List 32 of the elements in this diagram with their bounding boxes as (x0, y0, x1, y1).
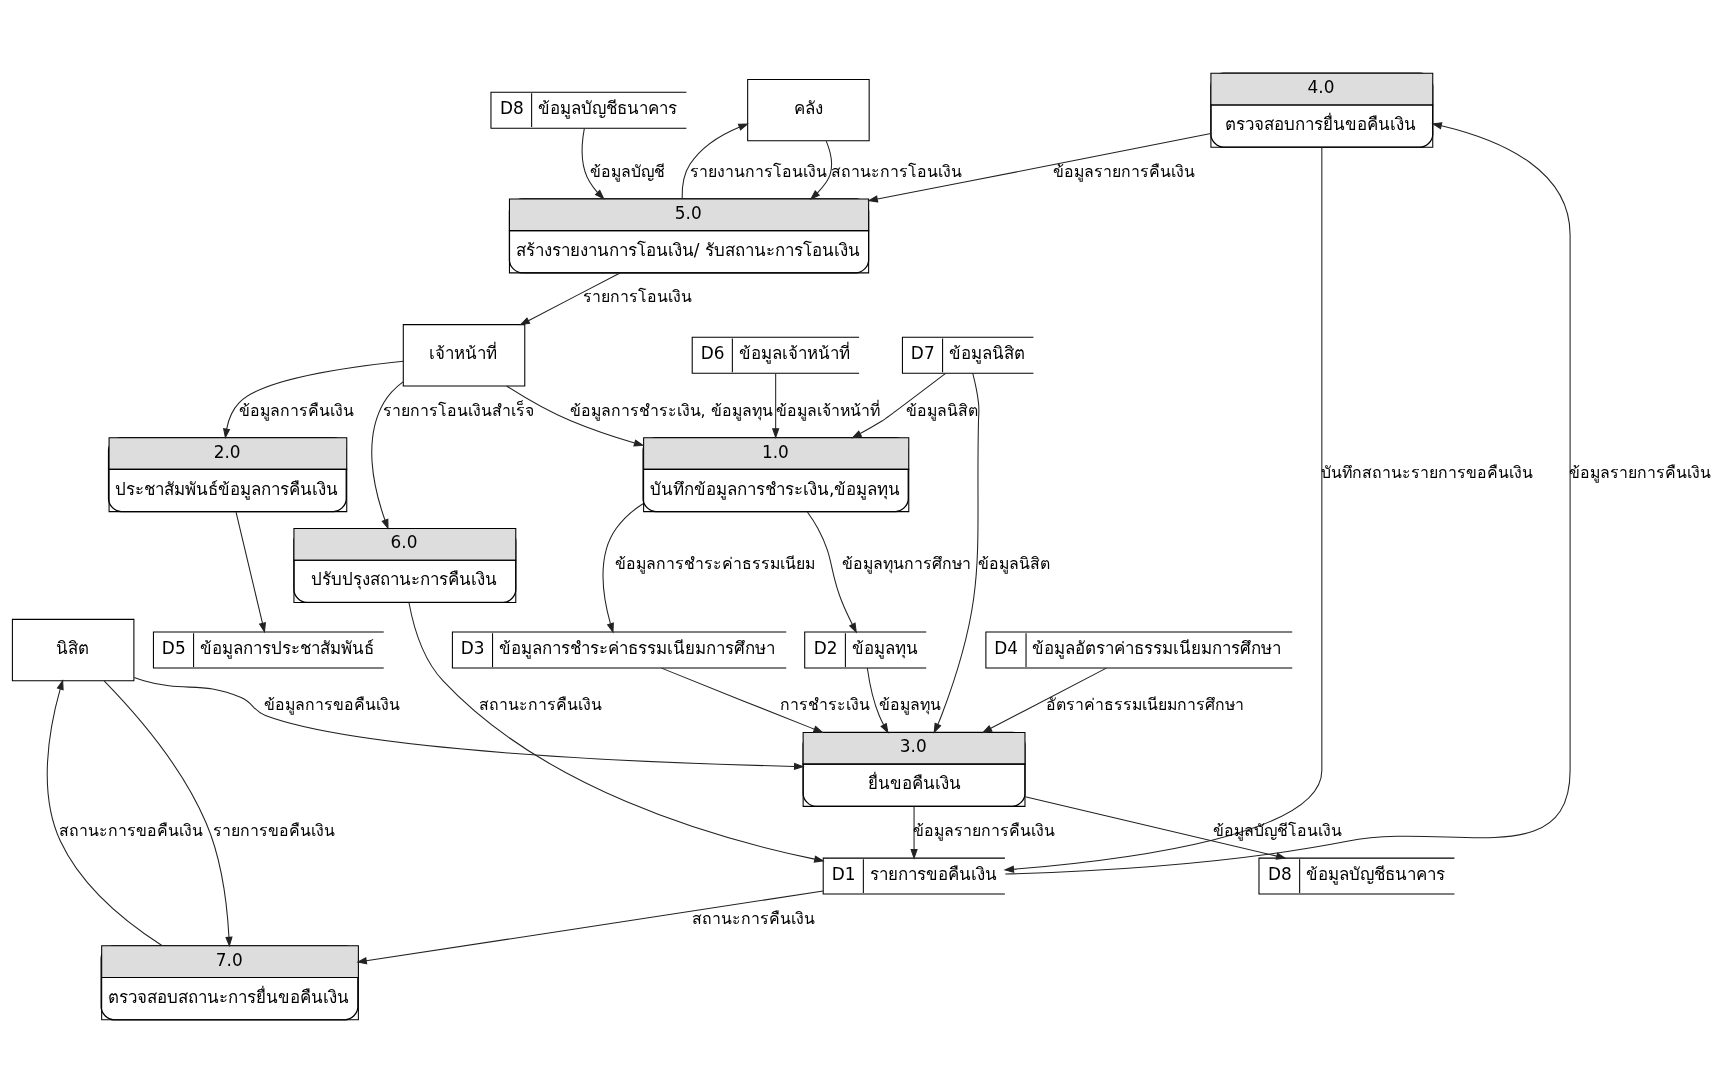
node-text: D8 ข้อมูลบัญชีธนาคาร (499, 97, 677, 118)
edge-label: ข้อมูลนิสิต (905, 400, 978, 419)
edge-label: รายการโอนเงิน (583, 286, 693, 306)
edge-label: ข้อมูลบัญชี (590, 161, 666, 181)
edge-label: ข้อมูลการชำระค่าธรรมเนียม (614, 553, 815, 573)
edge-label: ข้อมูลทุนการศึกษา (841, 553, 971, 573)
edge-label: ข้อมูลการคืนเงิน (238, 400, 354, 419)
edge-label: ข้อมูลนิสิต (978, 553, 1051, 573)
edge-label: ข้อมูลรายการคืนเงิน (913, 820, 1056, 840)
edge-label: ข้อมูลทุน (879, 694, 942, 714)
node-text: D7 ข้อมูลนิสิต (910, 342, 1025, 363)
edge-label: การชำระเงิน (779, 694, 870, 714)
edge-label: สถานะการคืนเงิน (692, 908, 816, 928)
node-text: D8 ข้อมูลบัญชีธนาคาร (1267, 863, 1445, 884)
edge-label: ข้อมูลเจ้าหน้าที่ (776, 400, 881, 419)
node-text: D3 ข้อมูลการชำระค่าธรรมเนียมการศึกษา (460, 637, 775, 658)
edge-label: รายการขอคืนเงิน (213, 820, 336, 840)
edge-label: สถานะการโอนเงิน (830, 161, 962, 181)
edge-label: รายงานการโอนเงิน (689, 161, 827, 181)
edge-label: ข้อมูลรายการคืนเงิน (1052, 161, 1195, 181)
node-text: D1 รายการขอคืนเงิน (831, 863, 997, 884)
edge-label: สถานะการขอคืนเงิน (59, 820, 204, 840)
edge-label: อัตราค่าธรรมเนียมการศึกษา (1046, 694, 1245, 714)
node-text: D2 ข้อมูลทุน (813, 637, 918, 658)
edge-label: ข้อมูลการชำระเงิน, ข้อมูลทุน (569, 400, 773, 419)
node-text: D6 ข้อมูลเจ้าหน้าที่ (700, 342, 850, 363)
edge-label: ข้อมูลการขอคืนเงิน (264, 694, 401, 714)
node-text: D4 ข้อมูลอัตราค่าธรรมเนียมการศึกษา (994, 637, 1282, 658)
node-text: D5 ข้อมูลการประชาสัมพันธ์ (161, 637, 374, 658)
edge-label: รายการโอนเงินสำเร็จ (383, 400, 535, 419)
edge-label: ข้อมูลรายการคืนเงิน (1569, 462, 1712, 482)
edge-label: สถานะการคืนเงิน (479, 694, 603, 714)
